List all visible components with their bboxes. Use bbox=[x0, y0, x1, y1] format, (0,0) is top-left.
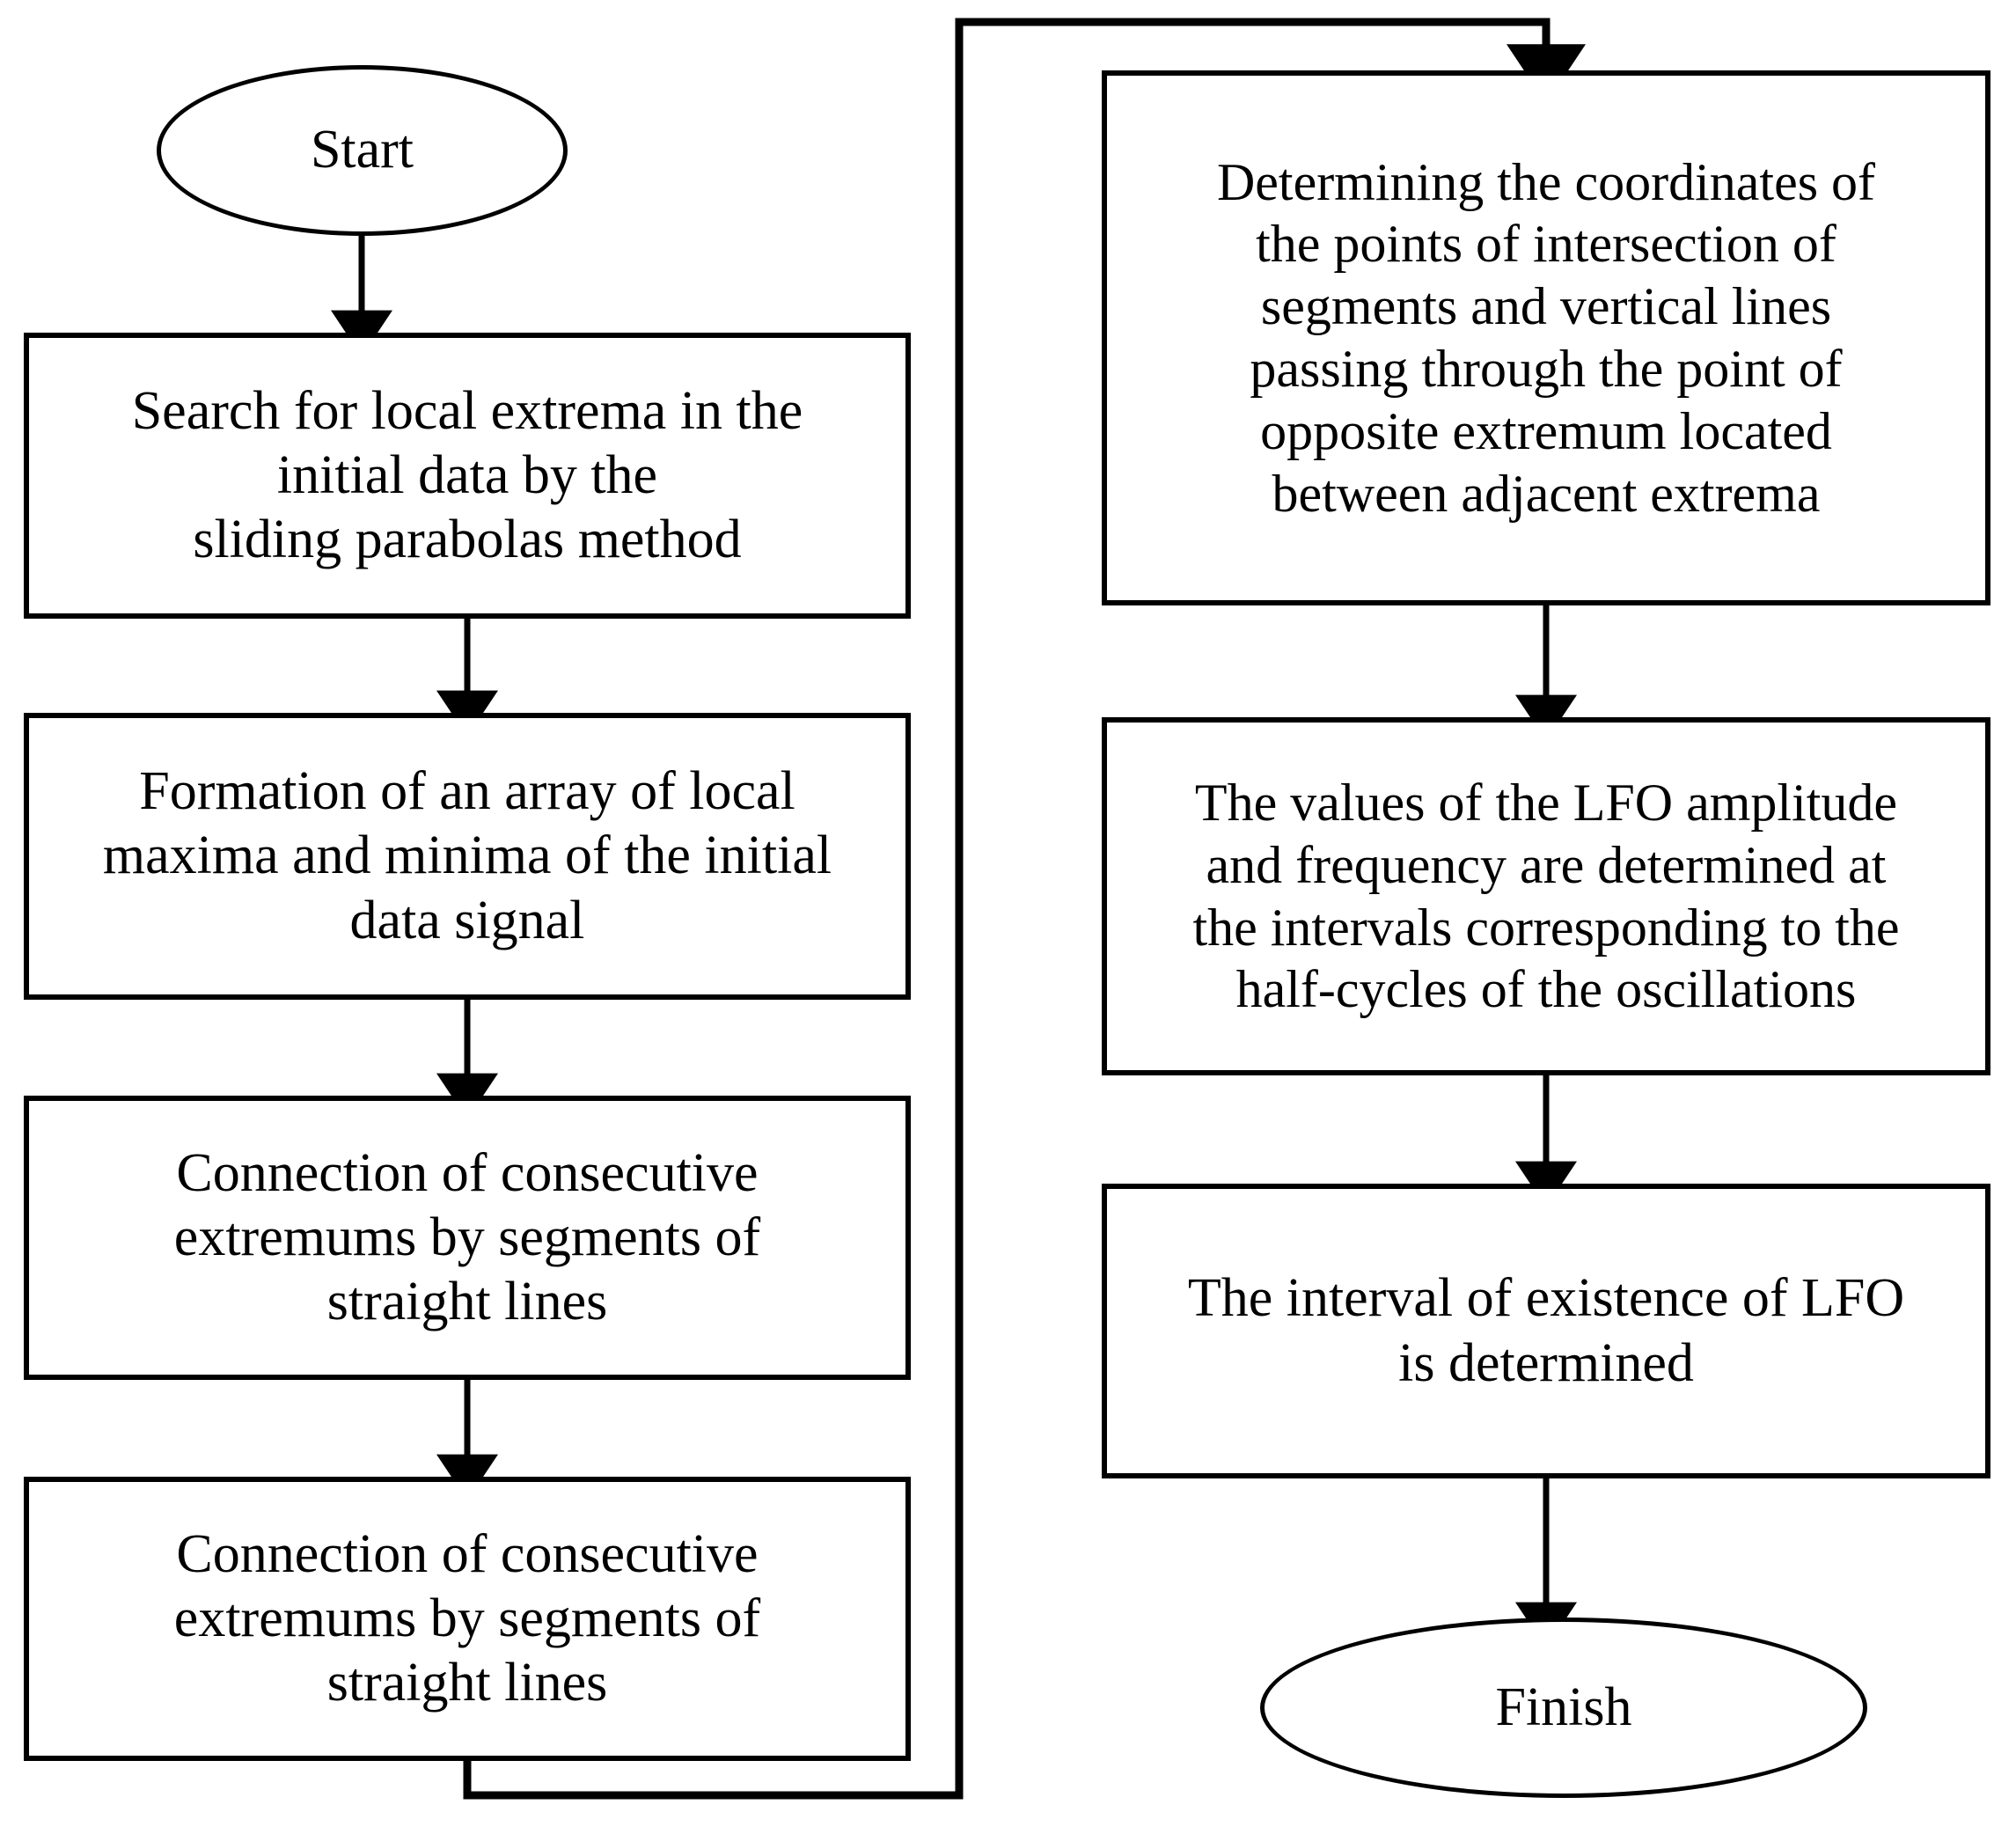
node-start[interactable]: Start bbox=[157, 65, 568, 236]
node-formation-of-array[interactable]: Formation of an array of local maxima an… bbox=[24, 713, 911, 1000]
node-lfo-interval-determined[interactable]: The interval of existence of LFO is dete… bbox=[1102, 1184, 1990, 1478]
node-determine-intersection-coordinates[interactable]: Determining the coordinates of the point… bbox=[1102, 70, 1990, 605]
node-search-local-extrema[interactable]: Search for local extrema in the initial … bbox=[24, 333, 911, 619]
node-connect-extremums-1[interactable]: Connection of consecutive extremums by s… bbox=[24, 1096, 911, 1380]
edge-left4-to-right1-wrap bbox=[463, 18, 1586, 1800]
node-finish[interactable]: Finish bbox=[1260, 1618, 1867, 1798]
node-lfo-amplitude-frequency[interactable]: The values of the LFO amplitude and freq… bbox=[1102, 717, 1990, 1075]
node-connect-extremums-2[interactable]: Connection of consecutive extremums by s… bbox=[24, 1477, 911, 1761]
